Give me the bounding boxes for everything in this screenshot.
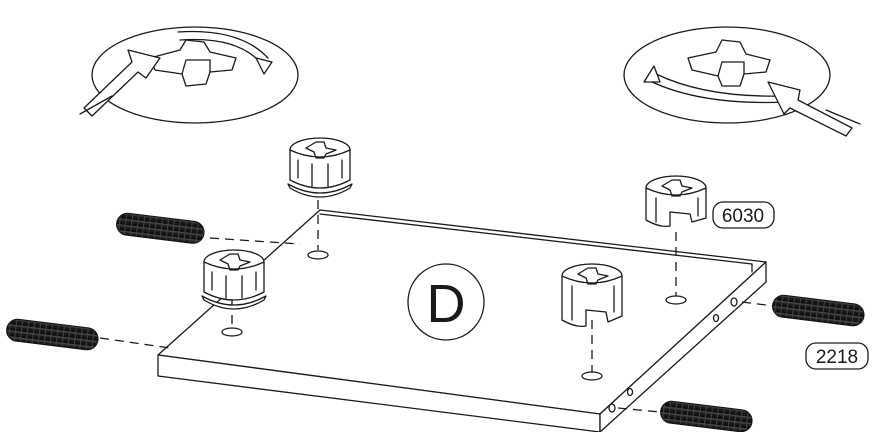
rotation-detail-left [80, 27, 298, 123]
dowel [659, 400, 753, 432]
cam-lock-fitting [202, 250, 266, 309]
cam-lock-fitting [646, 176, 706, 226]
dowel [771, 294, 865, 327]
part-label-cam-lock: 6030 [713, 202, 774, 228]
cam-lock-fitting [288, 138, 352, 197]
panel-letter: D [427, 274, 466, 334]
rotation-detail-right [624, 27, 860, 136]
dowel [5, 318, 99, 351]
dowel [115, 212, 205, 245]
panel-letter-badge: D [408, 264, 484, 340]
part-label-dowel: 2218 [806, 343, 868, 369]
part-number-2218: 2218 [816, 347, 858, 368]
part-number-6030: 6030 [722, 206, 764, 227]
